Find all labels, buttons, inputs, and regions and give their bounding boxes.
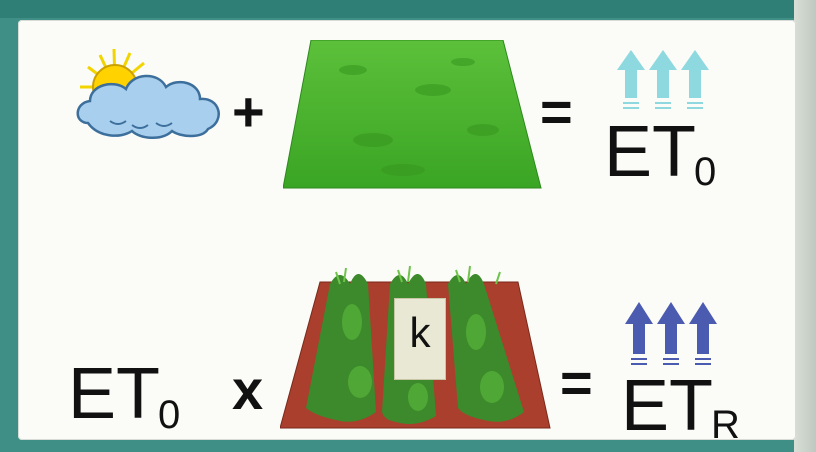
sun-cloud-icon (76, 48, 220, 139)
times-operator: x (232, 358, 264, 421)
equals-operator-2: = (560, 351, 593, 414)
frame-top (0, 0, 816, 18)
evaporation-arrows-icon (617, 50, 709, 109)
etr-result-main: ET (621, 366, 714, 446)
et0-result-main: ET (604, 112, 697, 192)
crop-evaporation-arrows-icon (625, 302, 717, 365)
crop-tops (335, 265, 501, 285)
crop-coefficient-text: k (409, 309, 431, 356)
grass-field-icon (283, 40, 542, 189)
et0-input-main: ET (68, 354, 161, 434)
et0-result-sub: 0 (694, 150, 717, 194)
grass-texture (339, 58, 499, 176)
cloud-detail (109, 120, 173, 129)
et0-input-sub: 0 (158, 393, 181, 437)
etr-result-sub: R (711, 403, 740, 447)
plus-operator: + (232, 80, 265, 143)
crop-coefficient-label: k (394, 298, 446, 380)
page-edge (794, 0, 816, 452)
equals-operator-1: = (540, 80, 573, 143)
